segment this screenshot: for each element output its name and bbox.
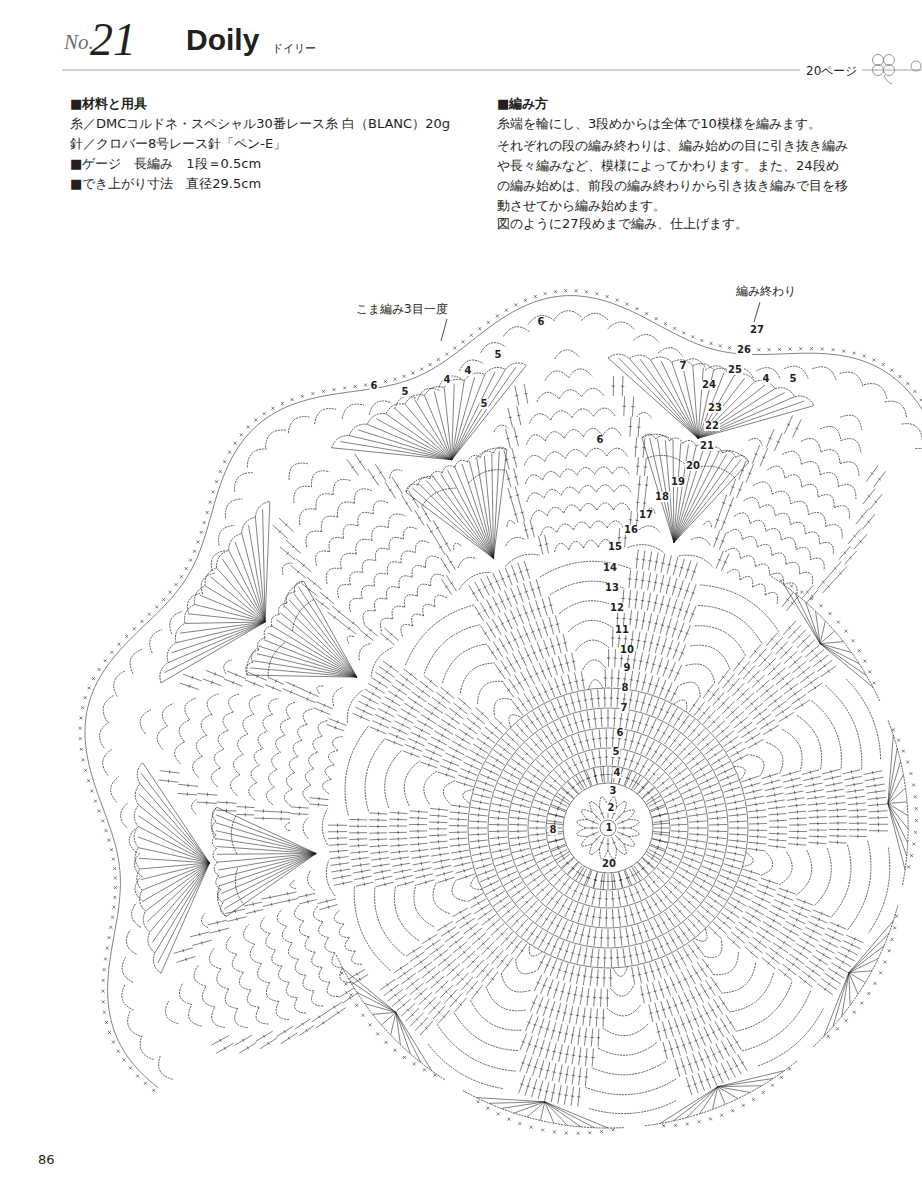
row-number: 8 (621, 683, 630, 693)
instruction-text: 糸／DMCコルドネ・スペシャル30番レース糸 白（BLANC）20g (70, 116, 450, 132)
stitch-count: 20 (601, 859, 617, 869)
clover-icon (873, 55, 922, 85)
callout-note: 編み終わり (736, 284, 796, 298)
instruction-text: ■材料と用具 (70, 96, 147, 112)
instruction-text: ■でき上がり寸法 直径29.5cm (70, 176, 261, 192)
header-text: ドイリー (272, 42, 316, 55)
row-number: 25 (727, 365, 743, 375)
stitch-count: 4 (464, 366, 473, 376)
row-number: 4 (613, 768, 622, 778)
row-number: 14 (602, 563, 618, 573)
row-number: 9 (623, 663, 632, 673)
row-number: 5 (612, 747, 621, 757)
stitch-count: 4 (762, 374, 771, 384)
stitch-count: 5 (789, 374, 798, 384)
row-number: 1 (605, 823, 614, 833)
row-number: 3 (609, 786, 618, 796)
row-number: 20 (685, 461, 701, 471)
leader-line (441, 319, 447, 341)
stitch-count: 6 (596, 435, 605, 445)
stitch-count: 5 (401, 387, 410, 397)
row-number: 15 (607, 542, 623, 552)
row-number: 12 (609, 603, 625, 613)
header-text: No. (64, 30, 94, 55)
instruction-text: 針／クロバー8号レース針「ペン-E」 (70, 136, 286, 152)
stitch-path (79, 289, 922, 1135)
row-number: 19 (670, 477, 686, 487)
chain-path (100, 311, 922, 1128)
stitch-count: 6 (537, 317, 546, 327)
row-number: 18 (654, 492, 670, 502)
leader-line (754, 302, 760, 322)
header-rule (62, 70, 800, 71)
row-number: 10 (619, 645, 635, 655)
stitch-count: 6 (370, 381, 379, 391)
stitch-count: 5 (494, 350, 503, 360)
instruction-text: ■ゲージ 長編み 1段＝0.5cm (70, 156, 261, 172)
stitch-count: 5 (480, 399, 489, 409)
row-number: 6 (616, 728, 625, 738)
row-number: 11 (614, 625, 630, 635)
row-number: 2 (607, 803, 616, 813)
row-number: 13 (604, 583, 620, 593)
row-number: 27 (749, 325, 765, 335)
callout-note: こま編み3目一度 (356, 302, 448, 316)
stitch-count: 4 (443, 375, 452, 385)
stitch-symbols (79, 289, 922, 1135)
header-text: 20ページ (806, 64, 857, 78)
instruction-text: 図のように27段めまで編み、仕上げます。 (497, 216, 748, 232)
title: Doily (186, 22, 259, 58)
stitch-count: 8 (549, 825, 558, 835)
row-number: 16 (623, 525, 639, 535)
stitch-count: 7 (679, 361, 688, 371)
row-number: 24 (701, 380, 717, 390)
row-number: 7 (620, 703, 629, 713)
header-text: 21 (90, 12, 136, 67)
row-number: 17 (638, 510, 654, 520)
row-number: 26 (736, 345, 752, 355)
instruction-text: それぞれの段の編み終わりは、編み始めの目に引き抜き編みや長々編みなど、模様によっ… (497, 136, 849, 216)
row-number: 21 (699, 441, 715, 451)
page-number: 86 (38, 1152, 55, 1168)
instruction-text: 糸端を輪にし、3段めからは全体で10模様を編みます。 (497, 116, 821, 132)
instruction-text: ■編み方 (497, 96, 548, 112)
row-number: 23 (707, 403, 723, 413)
row-number: 22 (704, 421, 720, 431)
